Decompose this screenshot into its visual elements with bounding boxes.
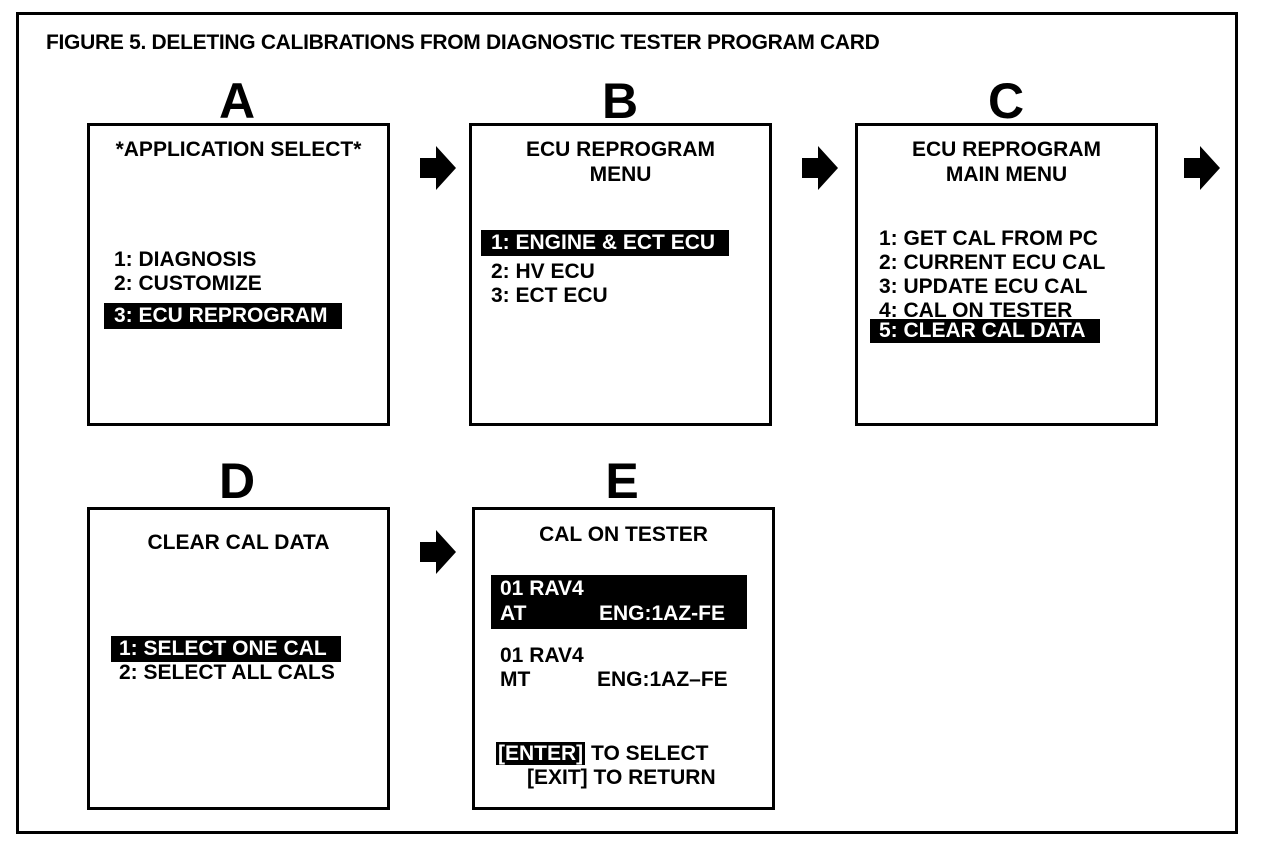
panel-a-item-1[interactable]: 1: DIAGNOSIS: [114, 248, 257, 271]
panel-a-screen: *APPLICATION SELECT* 1: DIAGNOSIS 2: CUS…: [87, 123, 390, 426]
panel-e-exit-hint[interactable]: [EXIT] TO RETURN: [527, 766, 716, 789]
panel-d-title: CLEAR CAL DATA: [147, 531, 330, 554]
panel-e-entry-1-selected[interactable]: 01 RAV4 AT ENG:1AZ-FE: [491, 575, 747, 629]
panel-e-letter: E: [605, 453, 639, 509]
panel-e-title: CAL ON TESTER: [539, 523, 708, 546]
right-arrow-icon: [420, 146, 456, 190]
panel-c-title-line2: MAIN MENU: [945, 163, 1068, 186]
panel-b-screen: ECU REPROGRAM MENU 1: ENGINE & ECT ECU 2…: [469, 123, 772, 426]
right-arrow-icon: [802, 146, 838, 190]
panel-b-item-1-selected[interactable]: 1: ENGINE & ECT ECU: [481, 230, 730, 256]
panel-e-entry-1-trans: AT: [500, 602, 527, 625]
panel-a-item-3-selected[interactable]: 3: ECU REPROGRAM: [104, 303, 342, 329]
panel-c-item-3[interactable]: 3: UPDATE ECU CAL: [879, 275, 1088, 298]
panel-b-item-3[interactable]: 3: ECT ECU: [491, 284, 608, 307]
panel-c-letter: C: [987, 73, 1025, 129]
panel-e-entry-1-model: 01 RAV4: [500, 577, 584, 600]
panel-c-item-1[interactable]: 1: GET CAL FROM PC: [879, 227, 1098, 250]
panel-e-entry-2-trans: MT: [500, 668, 531, 691]
panel-e-entry-2[interactable]: 01 RAV4 MT ENG:1AZ–FE: [491, 642, 747, 696]
panel-b-letter: B: [601, 73, 639, 129]
panel-c-title-line1: ECU REPROGRAM: [911, 138, 1101, 161]
figure-frame: [16, 12, 1238, 834]
panel-a-letter: A: [218, 73, 256, 129]
panel-a-item-2[interactable]: 2: CUSTOMIZE: [114, 272, 262, 295]
panel-c-item-4[interactable]: 4: CAL ON TESTER: [879, 299, 1073, 322]
panel-e-entry-1-engine: ENG:1AZ-FE: [599, 602, 725, 625]
panel-c-screen: ECU REPROGRAM MAIN MENU 1: GET CAL FROM …: [855, 123, 1158, 426]
figure-title: FIGURE 5. DELETING CALIBRATIONS FROM DIA…: [46, 31, 880, 54]
panel-c-item-5-selected[interactable]: 5: CLEAR CAL DATA: [870, 319, 1100, 343]
panel-b-item-2[interactable]: 2: HV ECU: [491, 260, 595, 283]
panel-b-title-line1: ECU REPROGRAM: [525, 138, 715, 161]
panel-d-letter: D: [218, 453, 256, 509]
panel-b-title-line2: MENU: [589, 163, 652, 186]
panel-d-screen: CLEAR CAL DATA 1: SELECT ONE CAL 2: SELE…: [87, 507, 390, 810]
enter-key[interactable]: [ENTER]: [496, 742, 586, 765]
panel-a-title: *APPLICATION SELECT*: [115, 138, 362, 161]
panel-e-entry-2-model: 01 RAV4: [500, 644, 584, 667]
panel-d-item-1-selected[interactable]: 1: SELECT ONE CAL: [111, 636, 341, 662]
panel-e-screen: CAL ON TESTER 01 RAV4 AT ENG:1AZ-FE 01 R…: [472, 507, 775, 810]
panel-e-entry-2-engine: ENG:1AZ–FE: [597, 668, 728, 691]
enter-hint-text: TO SELECT: [585, 742, 709, 765]
panel-c-item-2[interactable]: 2: CURRENT ECU CAL: [879, 251, 1106, 274]
panel-d-item-2[interactable]: 2: SELECT ALL CALS: [119, 661, 335, 684]
right-arrow-icon: [1184, 146, 1220, 190]
panel-e-enter-hint: [ENTER] TO SELECT: [496, 742, 708, 766]
right-arrow-icon: [420, 530, 456, 574]
